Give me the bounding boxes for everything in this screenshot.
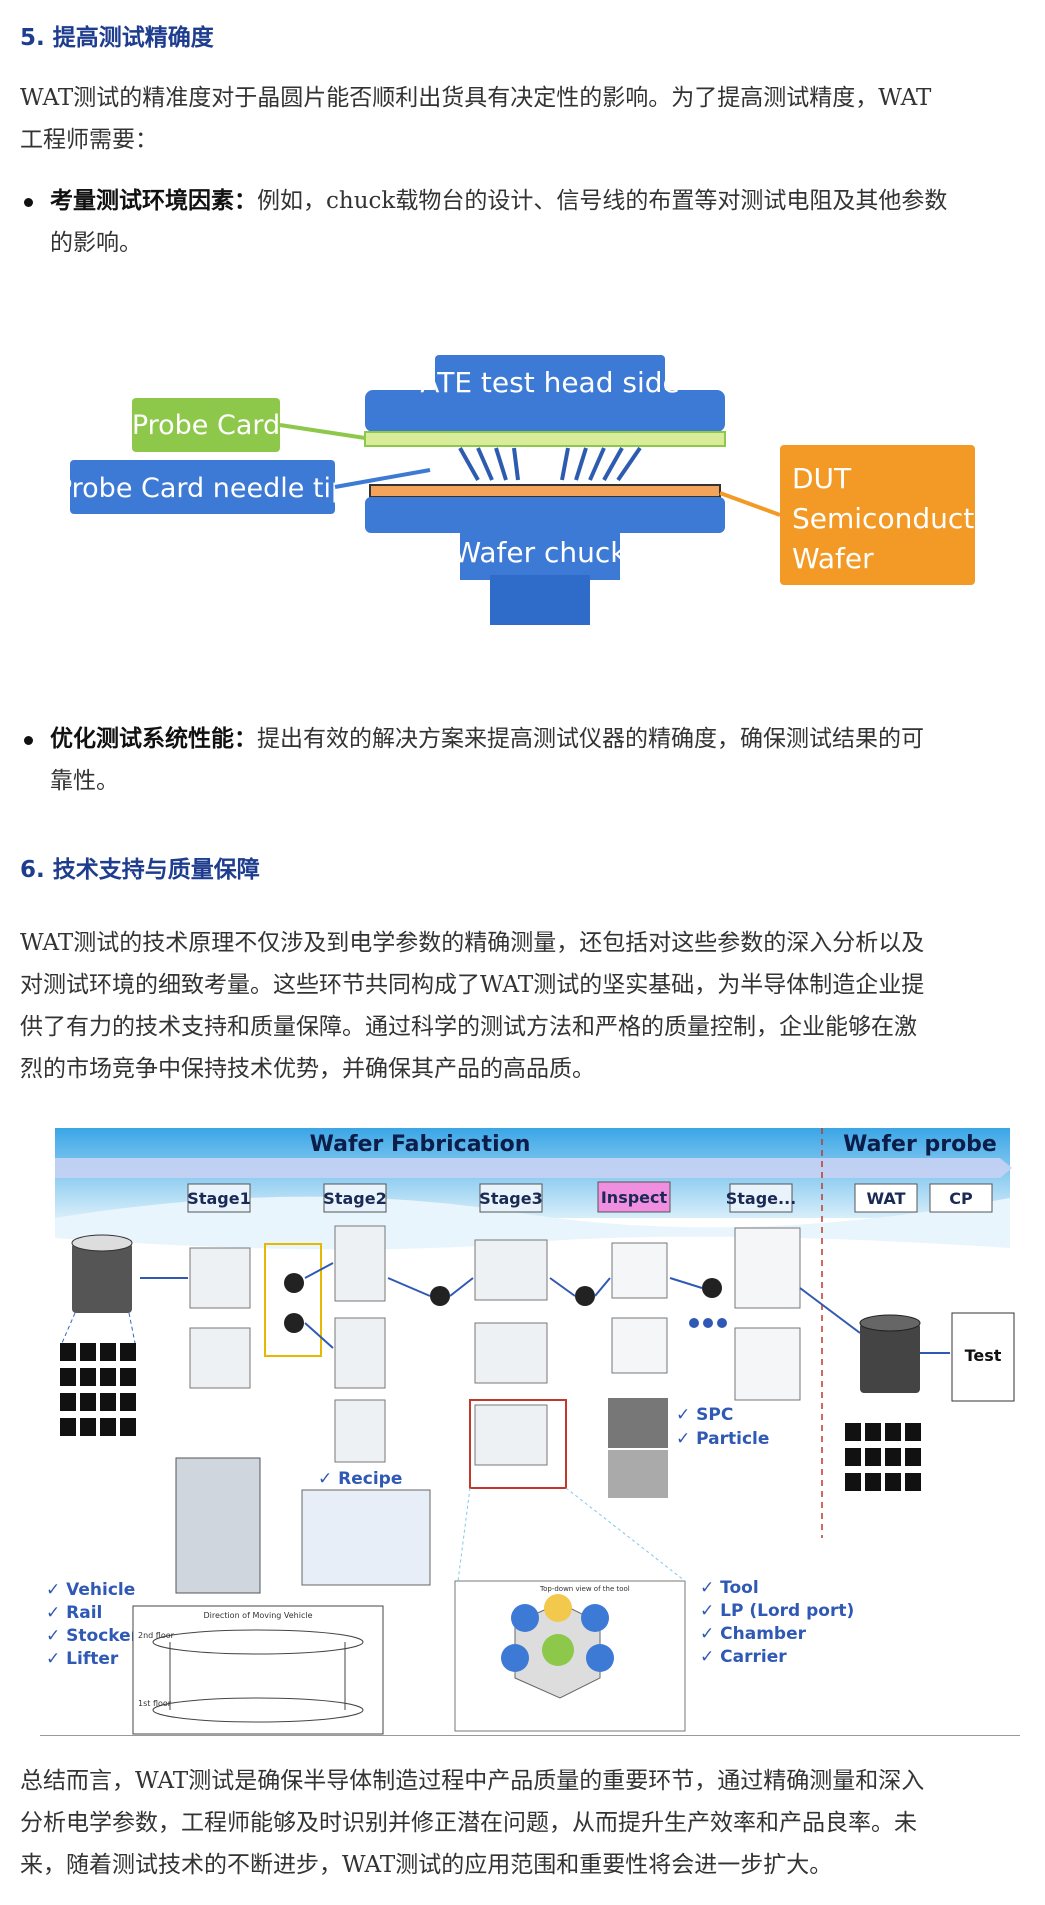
later-tools — [734, 1227, 801, 1401]
needle-arrow — [334, 468, 431, 489]
floor2-caption: 2nd floor — [138, 1631, 175, 1640]
fab-photo — [175, 1457, 261, 1594]
bullet-title: 优化测试系统性能： — [50, 726, 257, 752]
para-line-1: WAT测试的技术原理不仅涉及到电学参数的精确测量，还包括对这些参数的深入分析以及 — [20, 930, 925, 956]
rail-label: ✓ Rail — [46, 1603, 102, 1623]
flow-arrow — [55, 1158, 1012, 1178]
needle-label: Probe Card needle tip — [56, 473, 348, 504]
inspect-image-2 — [608, 1450, 668, 1498]
bullet-dot — [24, 198, 33, 207]
stage2-label: Stage2 — [323, 1189, 386, 1208]
bullet-text-cont: 靠性。 — [50, 768, 119, 794]
divider — [40, 1735, 1020, 1736]
stage2-tag — [323, 1183, 387, 1213]
probe-card-label: Probe Card — [132, 410, 280, 441]
inspect-tag — [597, 1181, 671, 1213]
fab-title: Wafer Fabrication — [310, 1132, 531, 1157]
dut-arrow — [719, 491, 781, 517]
needles — [458, 446, 642, 482]
stage3-label: Stage3 — [479, 1189, 542, 1208]
summary-line-1: 总结而言，WAT测试是确保半导体制造过程中产品质量的重要环节，通过精确测量和深入 — [20, 1768, 925, 1794]
tool-label: ✓ Tool — [700, 1578, 759, 1598]
bullet-text: 例如，chuck载物台的设计、信号线的布置等对测试电阻及其他参数 — [257, 188, 948, 214]
lifter-label: ✓ Lifter — [46, 1649, 119, 1669]
chuck-base — [490, 575, 590, 625]
chamber-label: ✓ Chamber — [700, 1624, 807, 1644]
para-line-2: 对测试环境的细致考量。这些环节共同构成了WAT测试的坚实基础，为半导体制造企业提 — [20, 972, 925, 998]
inspect-tools — [611, 1242, 668, 1374]
rail-drawing: Direction of Moving Vehicle 2nd floor 1s… — [132, 1605, 384, 1735]
bullet-environment: 考量测试环境因素：例如，chuck载物台的设计、信号线的布置等对测试电阻及其他参… — [20, 180, 1025, 264]
buffer-box — [264, 1243, 322, 1357]
bullet-text: 提出有效的解决方案来提高测试仪器的精确度，确保测试结果的可 — [257, 726, 924, 752]
dut-label-3: Wafer — [792, 542, 874, 575]
chuck-label: Wafer chuck — [453, 536, 627, 569]
recipe-label: ✓ Recipe — [318, 1469, 402, 1489]
intro-line-2: 工程师需要： — [20, 127, 158, 153]
wat-label: WAT — [867, 1189, 906, 1208]
summary-line-2: 分析电学参数，工程师能够及时识别并修正潜在问题，从而提升生产效率和产品良率。未 — [20, 1810, 917, 1836]
chuck-plate — [365, 497, 725, 533]
vehicle-label: ✓ Vehicle — [46, 1580, 135, 1600]
stage3-tag — [479, 1183, 543, 1213]
selected-tool-box — [469, 1399, 567, 1489]
topdown-caption: Top-down view of the tool — [539, 1585, 630, 1593]
section-6-paragraph: WAT测试的技术原理不仅涉及到电学参数的精确测量，还包括对这些参数的深入分析以及… — [20, 922, 1025, 1090]
inspect-image-1 — [608, 1398, 668, 1448]
ate-label: ATE test head side — [420, 366, 680, 399]
probe-card-arrow — [279, 423, 366, 440]
test-label: Test — [965, 1346, 1002, 1365]
tool-topdown: Top-down view of the tool — [454, 1580, 686, 1732]
ate-head-plate — [365, 390, 725, 432]
particle-label: ✓ Particle — [676, 1429, 769, 1449]
bullet-text-cont: 的影响。 — [50, 230, 142, 256]
stage1-tools — [189, 1247, 251, 1389]
stage1-tag — [187, 1183, 251, 1213]
wafer-fab-diagram: Wafer Fabrication Wafer probe Stage1 Sta… — [46, 1128, 1015, 1735]
bullet-dot — [24, 736, 33, 745]
carrier-label: ✓ Carrier — [700, 1647, 787, 1667]
wafer-stack-right — [845, 1314, 921, 1491]
wafer-stack-left — [60, 1234, 136, 1436]
para-line-3: 供了有力的技术支持和质量保障。通过科学的测试方法和严格的质量控制，企业能够在激 — [20, 1014, 917, 1040]
stage-more-label: Stage... — [726, 1189, 797, 1208]
recipe-screenshot — [301, 1489, 431, 1586]
dut-label-2: Semiconductor — [792, 502, 1003, 535]
section-5-intro: WAT测试的精准度对于晶圆片能否顺利出货具有决定性的影响。为了提高测试精度，WA… — [20, 77, 1025, 161]
cp-tag — [929, 1183, 993, 1213]
bullet-performance: 优化测试系统性能：提出有效的解决方案来提高测试仪器的精确度，确保测试结果的可 靠… — [20, 718, 1025, 802]
needle-box — [70, 460, 335, 514]
para-line-4: 烈的市场竞争中保持技术优势，并确保其产品的高品质。 — [20, 1056, 595, 1082]
stage2-tools — [334, 1225, 386, 1463]
lp-label: ✓ LP (Lord port) — [700, 1601, 854, 1621]
spc-label: ✓ SPC — [676, 1405, 733, 1425]
inspect-label: Inspect — [601, 1188, 668, 1207]
stage-more-tag — [729, 1183, 793, 1213]
wafer-strip — [369, 484, 721, 498]
moving-caption: Direction of Moving Vehicle — [204, 1611, 313, 1620]
intro-line-1: WAT测试的精准度对于晶圆片能否顺利出货具有决定性的影响。为了提高测试精度，WA… — [20, 85, 932, 111]
chuck-body — [460, 525, 620, 580]
floor1-caption: 1st floor — [138, 1699, 172, 1708]
wat-tag — [854, 1183, 918, 1213]
flow-arrows — [140, 1262, 950, 1354]
probe-title: Wafer probe — [843, 1132, 997, 1157]
stocker-label: ✓ Stocker — [46, 1626, 140, 1646]
probe-card-strip — [364, 431, 726, 447]
more-dots — [689, 1318, 727, 1328]
bullet-title: 考量测试环境因素： — [50, 188, 257, 214]
dut-label-1: DUT — [792, 462, 852, 495]
stage1-label: Stage1 — [187, 1189, 250, 1208]
cp-label: CP — [949, 1189, 973, 1208]
summary-line-3: 来，随着测试技术的不断进步，WAT测试的应用范围和重要性将会进一步扩大。 — [20, 1852, 833, 1878]
probe-card-diagram: ATE test head side Wafer chuck Probe Car… — [56, 355, 1003, 625]
dut-box — [780, 445, 975, 585]
section-6-heading: 6. 技术支持与质量保障 — [20, 857, 260, 883]
summary-paragraph: 总结而言，WAT测试是确保半导体制造过程中产品质量的重要环节，通过精确测量和深入… — [20, 1760, 1025, 1886]
section-5-heading: 5. 提高测试精确度 — [20, 25, 214, 51]
test-box — [951, 1312, 1015, 1402]
probe-card-box — [132, 398, 280, 452]
wafer-pods — [284, 1273, 722, 1333]
stage3-tools — [474, 1239, 548, 1466]
